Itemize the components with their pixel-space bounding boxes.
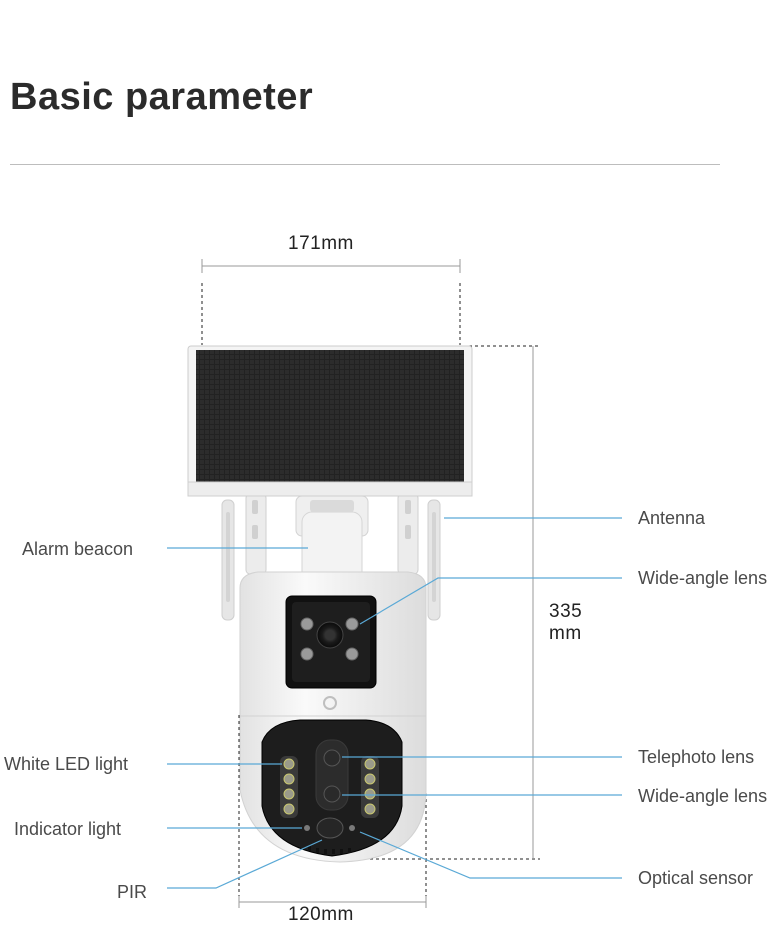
callout-wide-angle-lens-lower: Wide-angle lens	[638, 786, 768, 806]
callout-pir: PIR	[117, 882, 148, 902]
solar-panel	[187, 345, 473, 497]
callout-wide-angle-lens-upper: Wide-angle lens	[638, 568, 768, 588]
panel-bracket	[245, 493, 419, 587]
leader-lines	[167, 517, 622, 889]
width-top-label: 171mm	[288, 233, 354, 254]
ring-logo-icon	[323, 696, 337, 710]
callout-antenna: Antenna	[638, 508, 706, 528]
width-dimension-top	[201, 259, 461, 345]
width-bottom-label: 120mm	[288, 904, 354, 925]
title-divider	[10, 164, 720, 165]
page-title: Basic parameter	[10, 76, 314, 118]
antenna-left	[221, 499, 235, 621]
antenna-right	[427, 499, 441, 621]
height-value-label: 335	[549, 601, 583, 622]
callout-alarm-beacon: Alarm beacon	[22, 539, 134, 559]
callout-white-led-light: White LED light	[4, 754, 129, 774]
height-unit-label: mm	[549, 623, 582, 644]
led-column-left	[280, 756, 298, 818]
height-dimension	[340, 345, 540, 860]
lower-dome	[239, 715, 427, 863]
upper-housing	[239, 571, 427, 717]
led-column-right	[361, 756, 379, 818]
callout-indicator-light: Indicator light	[14, 819, 122, 839]
callout-telephoto-lens: Telephoto lens	[638, 747, 755, 767]
callout-optical-sensor: Optical sensor	[638, 868, 754, 888]
